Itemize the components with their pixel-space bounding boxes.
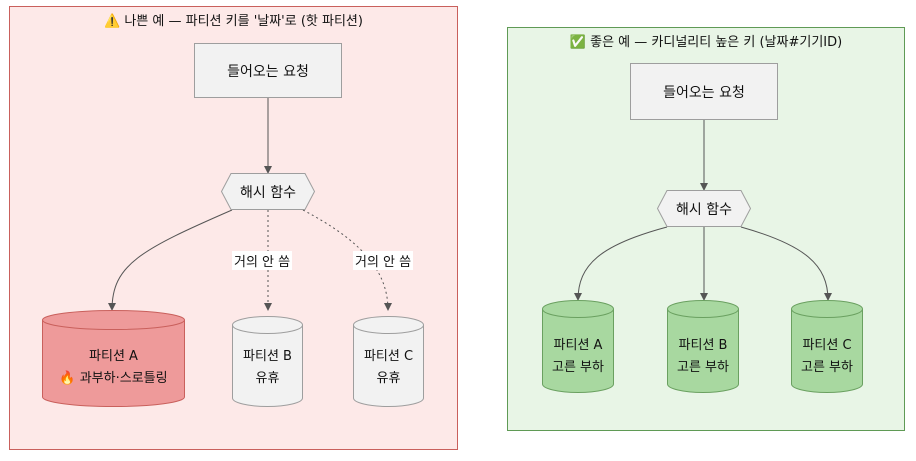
partition-c-name: 파티션 C <box>363 349 414 364</box>
cylinder-shape <box>353 316 424 407</box>
good-partition-a-status: 고른 부하 <box>552 360 604 375</box>
partition-c-status: 유휴 <box>376 371 401 386</box>
good-partition-c: 파티션 C 고른 부하 <box>791 300 863 393</box>
good-edge-hash-partition-a <box>574 226 668 301</box>
good-partition-a: 파티션 A 고른 부하 <box>542 300 614 393</box>
bad-hash-node: 해시 함수 <box>221 173 315 210</box>
bad-request-node: 들어오는 요청 <box>194 43 342 98</box>
bad-hash-label: 해시 함수 <box>240 184 296 201</box>
bad-panel-title: ⚠️ 나쁜 예 — 파티션 키를 '날짜'로 (핫 파티션) <box>104 14 363 29</box>
cylinder-shape <box>542 300 614 393</box>
cylinder-shape <box>42 310 185 407</box>
cylinder-shape <box>667 300 739 393</box>
bad-partition-c-idle: 파티션 C 유휴 <box>353 316 424 407</box>
bad-edge-label-c: 거의 안 씀 <box>353 251 414 270</box>
bad-partition-b-idle: 파티션 B 유휴 <box>232 316 303 407</box>
good-partition-c-status: 고른 부하 <box>801 360 853 375</box>
bad-edge-hash-partition-a <box>108 209 233 311</box>
good-partition-c-name: 파티션 C <box>802 338 852 353</box>
good-partition-b-name: 파티션 B <box>678 338 728 353</box>
partition-a-status: 🔥 과부하·스로틀링 <box>59 371 168 386</box>
partition-b-status: 유휴 <box>255 371 280 386</box>
cylinder-shape <box>791 300 863 393</box>
hexagon-shape <box>221 173 315 210</box>
partition-b-name: 파티션 B <box>243 349 292 364</box>
good-request-node: 들어오는 요청 <box>630 63 778 120</box>
partition-a-name: 파티션 A <box>89 349 138 364</box>
good-hash-node: 해시 함수 <box>657 190 751 227</box>
good-panel-title: ✅ 좋은 예 — 카디널리티 높은 키 (날짜#기기ID) <box>569 35 843 50</box>
good-edge-hash-partition-c <box>740 226 832 301</box>
good-hash-label: 해시 함수 <box>676 201 732 218</box>
hexagon-shape <box>657 190 751 227</box>
bad-edge-label-b: 거의 안 씀 <box>232 251 293 270</box>
bad-partition-a-hot: 파티션 A 🔥 과부하·스로틀링 <box>42 310 185 407</box>
good-partition-a-name: 파티션 A <box>553 338 603 353</box>
good-partition-b: 파티션 B 고른 부하 <box>667 300 739 393</box>
cylinder-shape <box>232 316 303 407</box>
good-partition-b-status: 고른 부하 <box>677 360 729 375</box>
bad-edge-hash-partition-c <box>302 209 392 311</box>
